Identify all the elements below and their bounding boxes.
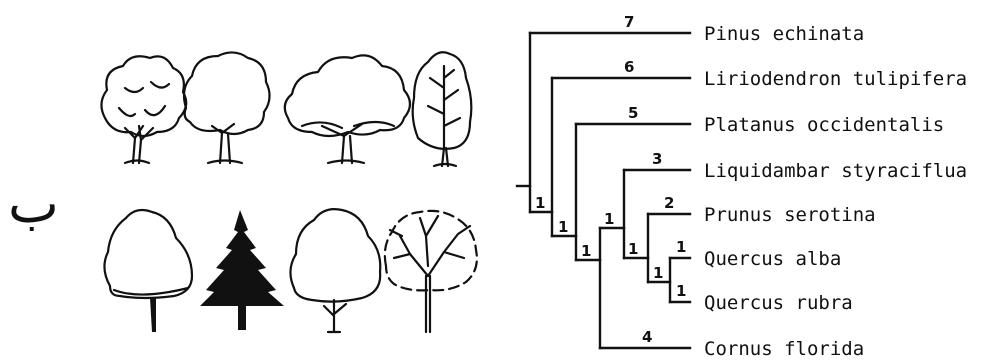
branch-number: 3 bbox=[652, 150, 662, 168]
branch-number: 5 bbox=[628, 104, 638, 122]
taxon-label: Liriodendron tulipifera bbox=[704, 68, 967, 90]
tree-icon-oval bbox=[103, 208, 194, 332]
node-label: 1 bbox=[628, 240, 638, 258]
node-label: 1 bbox=[558, 218, 568, 236]
branch-number: 1 bbox=[676, 238, 686, 256]
node-label: 1 bbox=[604, 210, 614, 228]
taxon-label: Liquidambar styraciflua bbox=[704, 160, 967, 182]
taxon-label: Platanus occidentalis bbox=[704, 114, 944, 136]
tree-icon-spreading bbox=[283, 54, 412, 165]
taxon-label: Quercus alba bbox=[704, 248, 841, 270]
taxon-label: Pinus echinata bbox=[704, 23, 864, 45]
taxon-label: Cornus florida bbox=[704, 338, 864, 360]
tree-icon-bare bbox=[383, 209, 478, 334]
taxon-label: Prunus serotina bbox=[704, 204, 876, 226]
panel-label: ب bbox=[8, 172, 59, 235]
taxon-label: Quercus rubra bbox=[704, 292, 853, 314]
branch-number: 2 bbox=[664, 194, 674, 212]
tree-icon-oak bbox=[100, 55, 188, 165]
node-label: 1 bbox=[535, 194, 545, 212]
branch-number: 6 bbox=[624, 58, 634, 76]
tree-icon-broad bbox=[289, 208, 382, 334]
node-label: 1 bbox=[653, 264, 663, 282]
tree-icon-columnar bbox=[411, 51, 473, 168]
branch-number: 1 bbox=[676, 282, 686, 300]
branch-number: 7 bbox=[624, 13, 634, 31]
tree-icon-rounded bbox=[182, 51, 271, 165]
node-label: 1 bbox=[581, 242, 591, 260]
cladogram: Pinus echinata Liriodendron tulipifera P… bbox=[515, 13, 967, 360]
branch-number: 4 bbox=[642, 328, 652, 346]
tree-icon-conifer bbox=[200, 210, 284, 330]
